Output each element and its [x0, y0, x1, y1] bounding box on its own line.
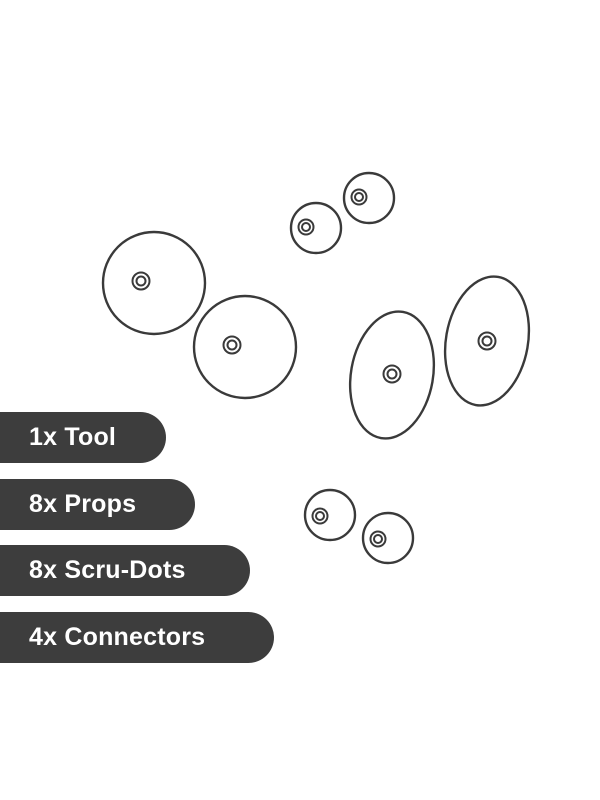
contents-list: 1x Tool 8x Props 8x Scru-Dots 4x Connect…	[0, 412, 274, 678]
small-dot-top-left-icon	[289, 201, 343, 255]
oval-prop-left-icon	[348, 310, 436, 440]
small-dot-bottom-left-icon	[303, 488, 357, 542]
small-dot-bottom-right-icon	[361, 511, 415, 565]
contents-item-connectors: 4x Connectors	[0, 611, 274, 663]
contents-item-scru-dots: 8x Scru-Dots	[0, 545, 250, 596]
large-round-prop-right-icon	[192, 294, 298, 400]
contents-item-tool: 1x Tool	[0, 412, 166, 463]
contents-item-props: 8x Props	[0, 478, 195, 530]
large-round-prop-left-icon	[101, 230, 207, 336]
small-dot-top-right-icon	[342, 171, 396, 225]
oval-prop-right-icon	[443, 275, 531, 407]
